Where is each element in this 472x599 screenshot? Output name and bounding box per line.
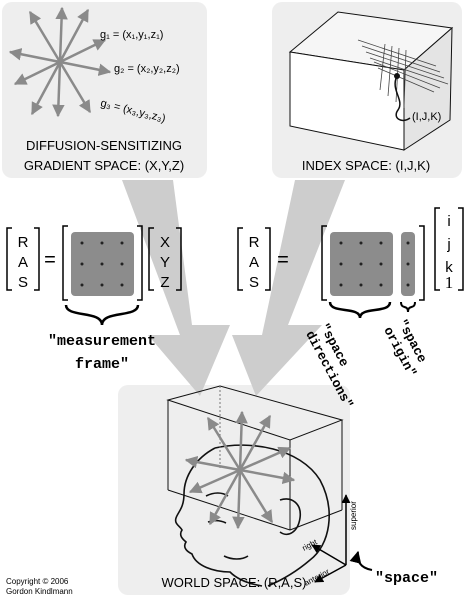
left-lhs-r: R [18, 234, 29, 251]
measurement-frame-brace [64, 304, 140, 326]
index-space-cube [288, 11, 454, 151]
left-equals: = [44, 249, 56, 271]
measurement-frame-matrix [62, 225, 143, 301]
gradient-space-panel [2, 2, 207, 178]
right-lhs-a: A [249, 254, 259, 271]
right-lhs-vector: R A S [237, 227, 271, 291]
index-to-world-arrow [232, 180, 345, 396]
copyright-line2: Gordon Kindlmann [6, 587, 73, 596]
right-equals: = [277, 249, 289, 271]
right-lhs-r: R [249, 234, 260, 251]
left-rhs-vector: X Y Z [148, 227, 182, 291]
measurement-frame-label-line1: "measurement [48, 333, 156, 350]
space-directions-brace [328, 301, 392, 319]
world-space-caption: WORLD SPACE: (R,A,S) [162, 575, 307, 590]
g1-label: g₁ = (x₁,y₁,z₁) [100, 29, 163, 41]
space-origin-brace [400, 301, 416, 313]
left-rhs-z: Z [160, 274, 169, 291]
axis-superior-label: superior [349, 501, 358, 530]
world-space-panel [118, 385, 350, 595]
space-directions-matrix [321, 225, 425, 301]
gradient-space-caption-line1: DIFFUSION-SENSITIZING [26, 138, 182, 153]
index-grid-lines [357, 39, 449, 109]
left-rhs-x: X [160, 234, 170, 251]
measurement-frame-label-line2: frame" [75, 356, 129, 373]
gradient-to-world-arrow [122, 180, 230, 396]
space-origin-label: "space origin" [380, 317, 429, 380]
right-rhs-k: k [445, 259, 453, 276]
gradient-space-caption-line2: GRADIENT SPACE: (X,Y,Z) [24, 158, 184, 173]
left-lhs-vector: R A S [6, 227, 40, 291]
space-pointer-arrow [349, 550, 373, 571]
right-rhs-i: i [447, 213, 450, 230]
space-label: "space" [375, 570, 438, 587]
left-lhs-s: S [18, 274, 28, 291]
g2-label: g₂ = (x₂,y₂,z₂) [114, 63, 180, 75]
index-point-leader [394, 75, 411, 122]
left-rhs-y: Y [160, 254, 170, 271]
right-rhs-one: 1 [445, 273, 454, 292]
right-lhs-s: S [249, 274, 259, 291]
index-space-caption: INDEX SPACE: (I,J,K) [302, 158, 430, 173]
gradient-directions-star [8, 6, 112, 118]
index-point-label: (I,J,K) [412, 111, 441, 123]
world-gradient-star [184, 410, 296, 530]
left-lhs-a: A [18, 254, 28, 271]
world-axes [311, 494, 351, 583]
copyright-line1: Copyright © 2006 [6, 577, 69, 586]
right-rhs-j: j [446, 236, 450, 253]
right-rhs-vector: i j k 1 [434, 207, 464, 292]
